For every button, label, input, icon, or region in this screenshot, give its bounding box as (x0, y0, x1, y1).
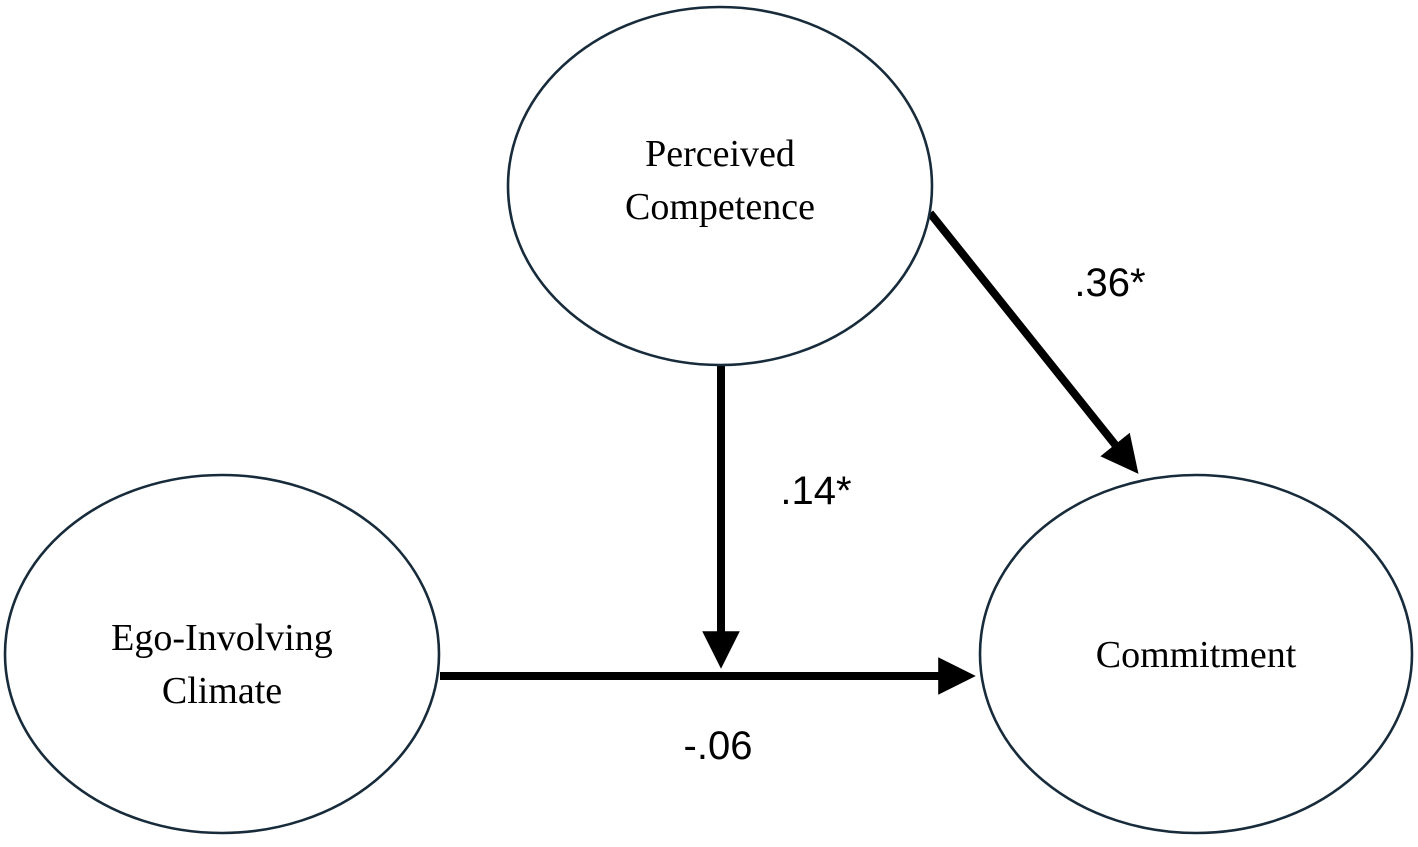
edge-competence-to-commitment (926, 210, 1139, 474)
node-perceived-competence[interactable]: Perceived Competence (506, 5, 934, 367)
node-ego-involving-climate[interactable]: Ego-Involving Climate (3, 473, 441, 835)
node-label-ego-involving-climate-line2: Climate (162, 670, 282, 712)
node-label-ego-involving-climate-line1: Ego-Involving (111, 617, 333, 659)
node-label-commitment: Commitment (1096, 634, 1297, 676)
ellipse-perceived-competence[interactable] (506, 5, 934, 367)
ellipse-ego-involving-climate[interactable] (3, 473, 441, 835)
coefficient-label-competence-to-path: .14* (780, 469, 851, 513)
node-label-perceived-competence-line2: Competence (625, 186, 815, 228)
coefficient-label-climate-to-commitment: -.06 (684, 724, 753, 768)
coefficient-label-competence-to-commitment: .36* (1074, 261, 1145, 305)
arrow-competence-to-commitment (926, 210, 1139, 474)
node-label-perceived-competence-line1: Perceived (645, 133, 795, 175)
ellipse-commitment[interactable] (978, 473, 1414, 835)
node-commitment[interactable]: Commitment (978, 473, 1414, 835)
